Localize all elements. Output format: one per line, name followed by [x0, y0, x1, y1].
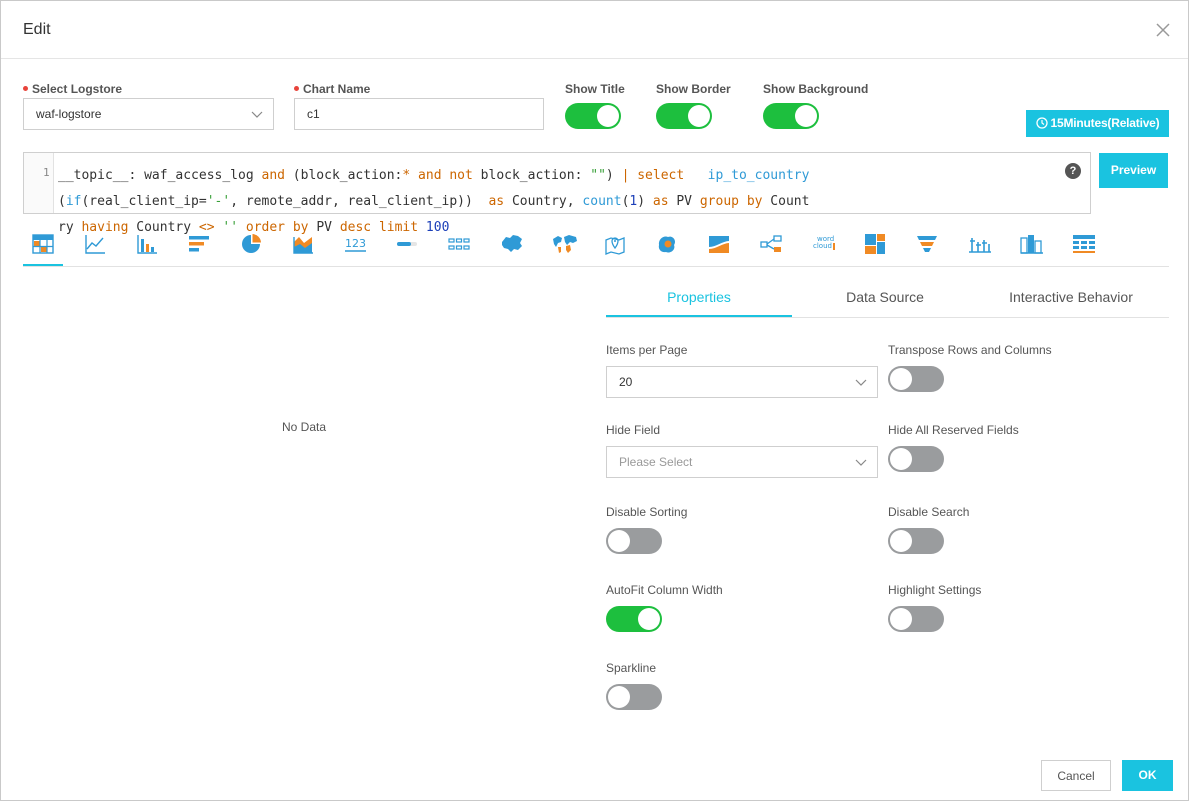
hide-field-placeholder: Please Select — [619, 455, 693, 469]
disable-sorting-label: Disable Sorting — [606, 505, 688, 519]
show-background-toggle[interactable] — [763, 103, 819, 129]
logstore-select-value: waf-logstore — [36, 107, 102, 121]
chart-name-label: Chart Name — [294, 82, 370, 96]
flow-chart-icon[interactable] — [699, 226, 739, 266]
transpose-toggle[interactable] — [888, 366, 944, 392]
required-marker — [23, 86, 28, 92]
no-data-message: No Data — [282, 420, 327, 434]
tick-chart-icon[interactable] — [959, 226, 999, 266]
toggle-knob — [890, 448, 912, 470]
logstore-label-text: Select Logstore — [32, 82, 123, 96]
sparkline-label: Sparkline — [606, 661, 657, 675]
transpose-label: Transpose Rows and Columns — [888, 343, 1052, 357]
toggle-knob — [597, 105, 619, 127]
gaode-map-icon[interactable] — [595, 226, 635, 266]
clock-icon — [1035, 117, 1048, 129]
disable-search-label: Disable Search — [888, 505, 970, 519]
chevron-down-icon — [251, 111, 263, 118]
autofit-label: AutoFit Column Width — [606, 583, 723, 597]
tab-data-source[interactable]: Data Source — [846, 289, 924, 305]
disable-search-toggle[interactable] — [888, 528, 944, 554]
svg-text:123: 123 — [345, 237, 366, 250]
table-chart-icon[interactable] — [23, 226, 63, 266]
number-chart-icon[interactable]: 123 — [335, 226, 375, 266]
preview-button[interactable]: Preview — [1099, 153, 1168, 188]
disable-sorting-toggle[interactable] — [606, 528, 662, 554]
column-chart-icon[interactable] — [127, 226, 167, 266]
toggle-knob — [890, 608, 912, 630]
query-editor[interactable]: 1 __topic__: waf_access_log and (block_a… — [23, 152, 1091, 235]
funnel-icon[interactable] — [907, 226, 947, 266]
help-icon[interactable]: ? — [1065, 163, 1081, 179]
items-per-page-label: Items per Page — [606, 343, 688, 357]
chevron-down-icon — [855, 379, 867, 386]
show-title-toggle[interactable] — [565, 103, 621, 129]
hide-reserved-label: Hide All Reserved Fields — [888, 423, 1019, 437]
toggle-knob — [608, 686, 630, 708]
hide-field-select[interactable]: Please Select — [606, 446, 878, 478]
highlight-settings-label: Highlight Settings — [888, 583, 982, 597]
hide-field-label: Hide Field — [606, 423, 661, 437]
flow-graph-icon[interactable] — [439, 226, 479, 266]
sankey-icon[interactable] — [751, 226, 791, 266]
tab-properties[interactable]: Properties — [606, 277, 792, 317]
show-border-toggle[interactable] — [656, 103, 712, 129]
line-chart-icon[interactable] — [75, 226, 115, 266]
close-icon[interactable] — [1154, 21, 1172, 39]
show-border-label: Show Border — [656, 82, 731, 96]
dialog-header: Edit — [1, 1, 1188, 59]
editor-gutter: 1 — [24, 153, 54, 213]
toggle-knob — [638, 608, 660, 630]
items-per-page-value: 20 — [619, 375, 633, 389]
settings-tabs: Properties Data Source Interactive Behav… — [606, 277, 1169, 318]
svg-text:word: word — [817, 235, 834, 243]
area-chart-icon[interactable] — [283, 226, 323, 266]
sparkline-toggle[interactable] — [606, 684, 662, 710]
cancel-button[interactable]: Cancel — [1041, 760, 1111, 791]
hide-reserved-toggle[interactable] — [888, 446, 944, 472]
query-text[interactable]: __topic__: waf_access_log and (block_act… — [58, 168, 810, 235]
logstore-select[interactable]: waf-logstore — [23, 98, 274, 130]
world-map-icon[interactable] — [543, 226, 583, 266]
logstore-label: Select Logstore — [23, 82, 122, 96]
time-range-label: 15Minutes(Relative) — [1050, 116, 1160, 130]
histogram-icon[interactable] — [1011, 226, 1051, 266]
china-map-icon[interactable] — [491, 226, 531, 266]
show-background-label: Show Background — [763, 82, 869, 96]
chart-type-toolbar: 123 — [23, 226, 1169, 267]
chart-name-label-text: Chart Name — [303, 82, 371, 96]
tab-interactive-behavior[interactable]: Interactive Behavior — [1009, 289, 1133, 305]
toggle-knob — [688, 105, 710, 127]
chevron-down-icon — [855, 459, 867, 466]
cross-table-icon[interactable] — [1063, 226, 1103, 266]
toggle-knob — [890, 368, 912, 390]
dialog-title: Edit — [23, 21, 51, 38]
chart-name-input[interactable]: c1 — [294, 98, 544, 130]
pie-chart-icon[interactable] — [231, 226, 271, 266]
bar-chart-icon[interactable] — [179, 226, 219, 266]
line-number: 1 — [43, 166, 50, 179]
toggle-knob — [890, 530, 912, 552]
treemap-icon[interactable] — [855, 226, 895, 266]
svg-text:cloud: cloud — [813, 242, 832, 250]
toggle-knob — [608, 530, 630, 552]
chart-name-value: c1 — [307, 107, 320, 121]
amap-icon[interactable] — [647, 226, 687, 266]
time-range-button[interactable]: 15Minutes(Relative) — [1026, 110, 1169, 137]
show-title-label: Show Title — [565, 82, 625, 96]
items-per-page-select[interactable]: 20 — [606, 366, 878, 398]
toggle-knob — [795, 105, 817, 127]
autofit-toggle[interactable] — [606, 606, 662, 632]
word-cloud-icon[interactable]: word cloud — [803, 226, 843, 266]
required-marker — [294, 86, 299, 92]
ok-button[interactable]: OK — [1122, 760, 1173, 791]
highlight-settings-toggle[interactable] — [888, 606, 944, 632]
progress-bar-icon[interactable] — [387, 226, 427, 266]
